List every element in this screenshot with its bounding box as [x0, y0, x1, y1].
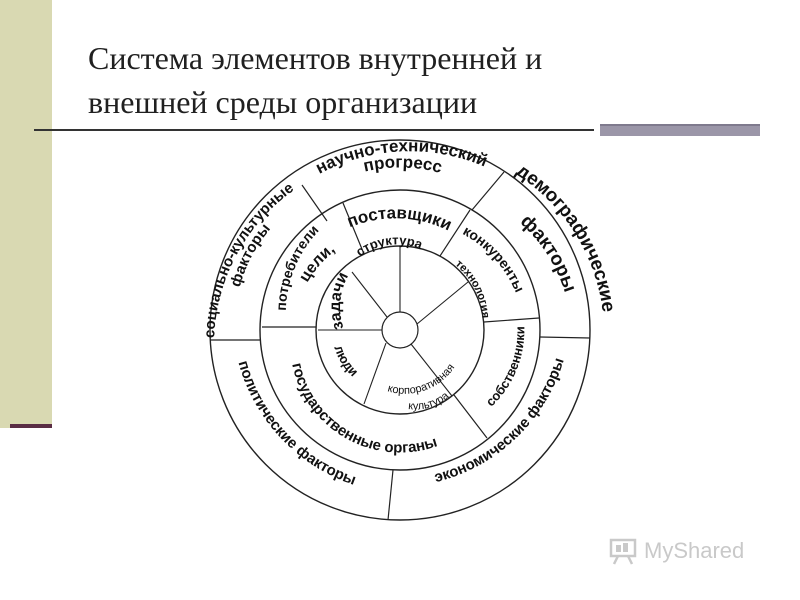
core-circle: [381, 311, 419, 349]
label-owners: собственники: [483, 326, 528, 409]
left-band-accent-line: [10, 424, 52, 428]
middle-divider-1: [342, 202, 365, 255]
page-title: Система элементов внутренней и внешней с…: [88, 36, 748, 124]
middle-divider-2: [439, 209, 471, 257]
outer-divider-1: [301, 184, 328, 222]
middle-divider-4: [453, 394, 488, 439]
inner-spoke-5: [363, 342, 387, 405]
label-technology: технология: [453, 258, 491, 319]
watermark: MyShared: [608, 536, 744, 566]
label-people: люди: [331, 343, 361, 379]
outer-divider-2: [471, 171, 505, 211]
outer-divider-3: [539, 336, 591, 339]
inner-spoke-4: [410, 343, 453, 397]
outer-circle: [209, 139, 591, 521]
watermark-text: MyShared: [644, 538, 745, 563]
title-line-1: Система элементов внутренней и: [88, 40, 543, 76]
presentation-icon: [609, 538, 637, 565]
label-economic: экономические факторы: [433, 356, 568, 486]
title-line-2: внешней среды организации: [88, 84, 478, 120]
inner-spoke-3: [416, 281, 469, 325]
middle-divider-3: [483, 317, 540, 323]
title-accent-bar: [600, 124, 760, 136]
label-tasks: задачи: [327, 270, 352, 332]
label-science-2: прогресс: [362, 152, 445, 176]
label-culture-1: корпоративная: [386, 362, 457, 397]
label-suppliers: поставщики: [345, 203, 455, 234]
left-decorative-band: [0, 0, 52, 428]
inner-spoke-2: [351, 271, 388, 318]
title-underline: [34, 129, 594, 131]
outer-divider-4: [387, 469, 394, 521]
middle-circle: [259, 189, 541, 471]
label-structure: структура: [353, 232, 425, 259]
